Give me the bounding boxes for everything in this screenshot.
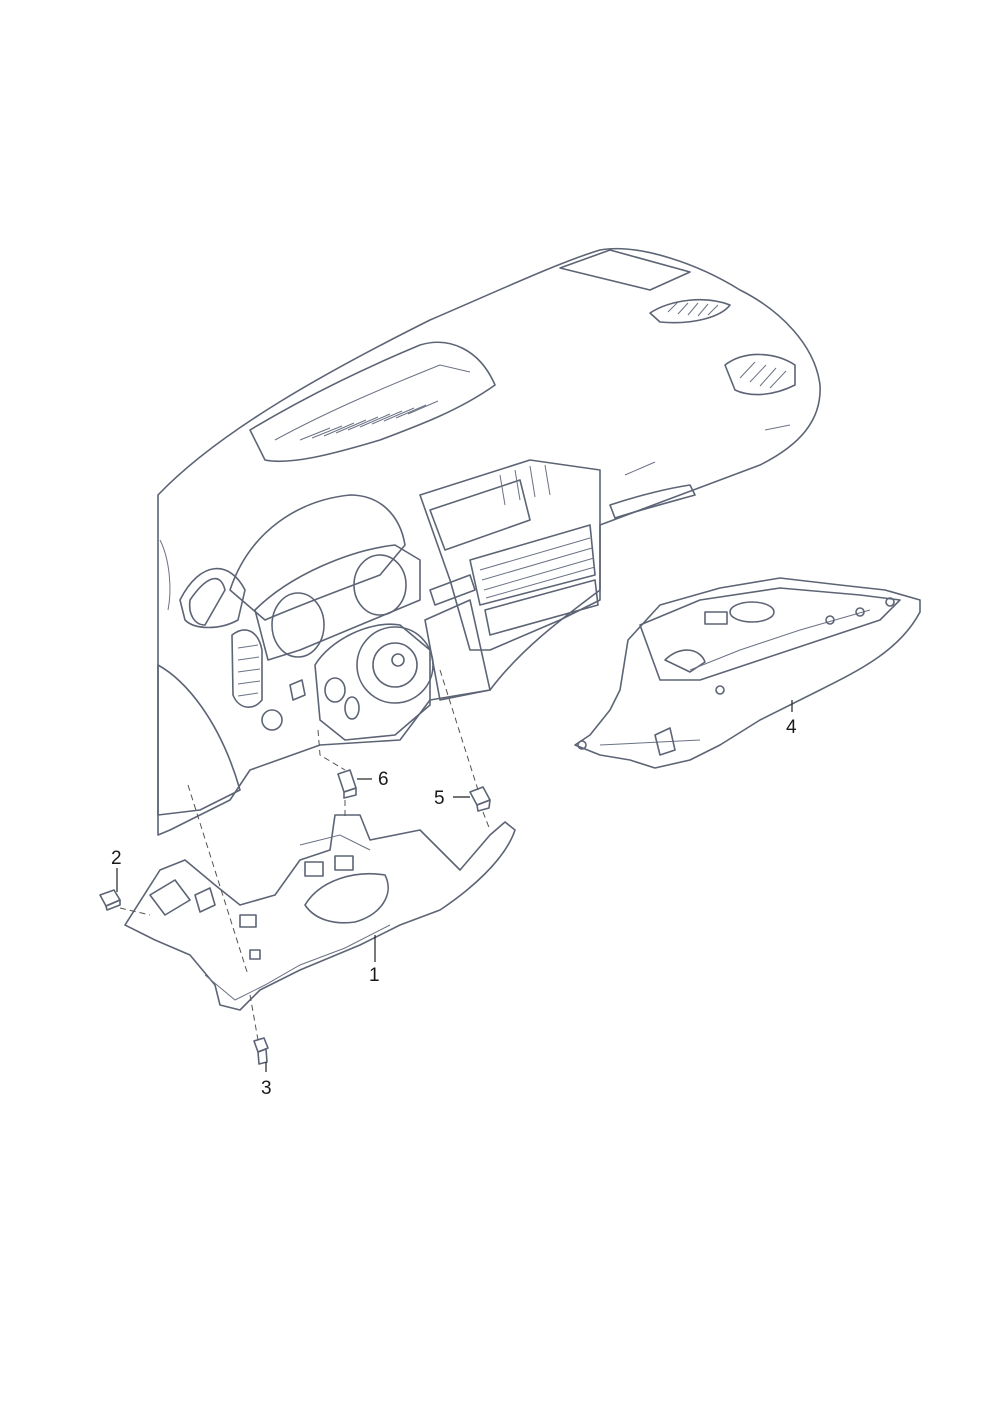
- callout-6: 6: [378, 769, 389, 790]
- part-4-glove-box: [574, 577, 921, 769]
- assembly-guide-lines: [119, 669, 491, 1041]
- part-3-screw: [253, 1037, 269, 1065]
- part-1-lower-trim-panel: [124, 814, 516, 1011]
- part-6-clip: [337, 769, 357, 799]
- callout-4: 4: [786, 717, 797, 738]
- callout-3: 3: [261, 1078, 272, 1099]
- part-5-clip: [469, 786, 491, 812]
- callout-2: 2: [111, 848, 122, 869]
- leader-lines: [116, 700, 793, 1072]
- callout-1: 1: [369, 965, 380, 986]
- part-2-clip: [99, 889, 121, 911]
- dashboard-assembly: [157, 247, 821, 836]
- callout-5: 5: [434, 788, 445, 809]
